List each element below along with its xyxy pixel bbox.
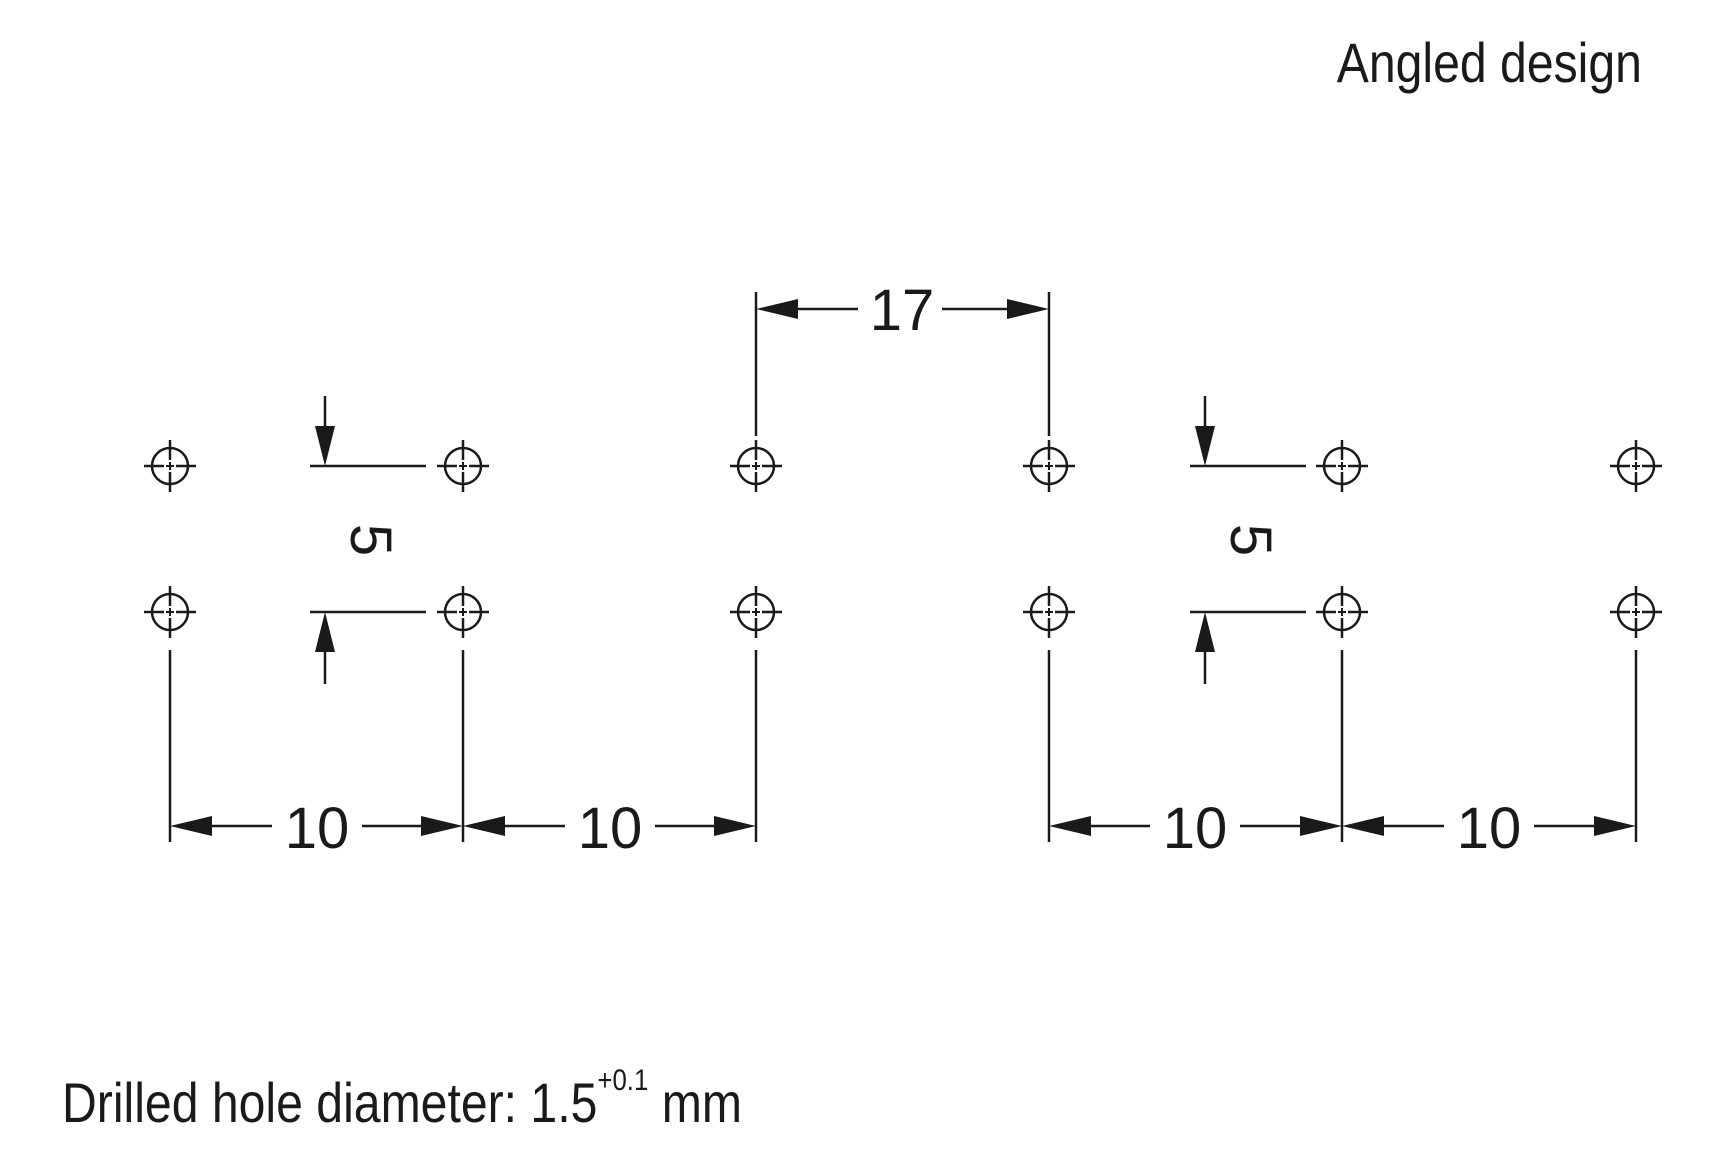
hole-top-6 [1608,438,1664,494]
dimension-10-3: 10 [1163,796,1228,861]
dimension-5-left: 5 [338,524,403,556]
drill-note-text: Drilled hole diameter: 1.5 [62,1071,598,1134]
hole-top-5 [1314,438,1370,494]
hole-top-1 [142,438,198,494]
dimension-labels: 17 10 10 10 10 5 5 [285,278,1522,861]
dimension-10-2: 10 [578,796,643,861]
dimension-arrows [170,299,1636,836]
hole-bottom-3 [728,584,784,640]
drill-note-unit: mm [648,1071,742,1134]
dimension-17: 17 [870,278,935,343]
hole-bottom-5 [1314,584,1370,640]
drill-note: Drilled hole diameter: 1.5+0.1 mm [62,1064,742,1135]
hole-top-2 [435,438,491,494]
dimension-10-4: 10 [1457,796,1522,861]
dimension-5-right: 5 [1218,524,1283,556]
drawing-title: Angled design [1336,31,1642,94]
drill-note-tolerance: +0.1 [597,1064,649,1097]
hole-top-4 [1021,438,1077,494]
hole-bottom-6 [1608,584,1664,640]
hole-bottom-2 [435,584,491,640]
hole-bottom-1 [142,584,198,640]
dimension-lines [168,292,1638,842]
hole-bottom-4 [1021,584,1077,640]
dimension-10-1: 10 [285,796,350,861]
hole-top-3 [728,438,784,494]
